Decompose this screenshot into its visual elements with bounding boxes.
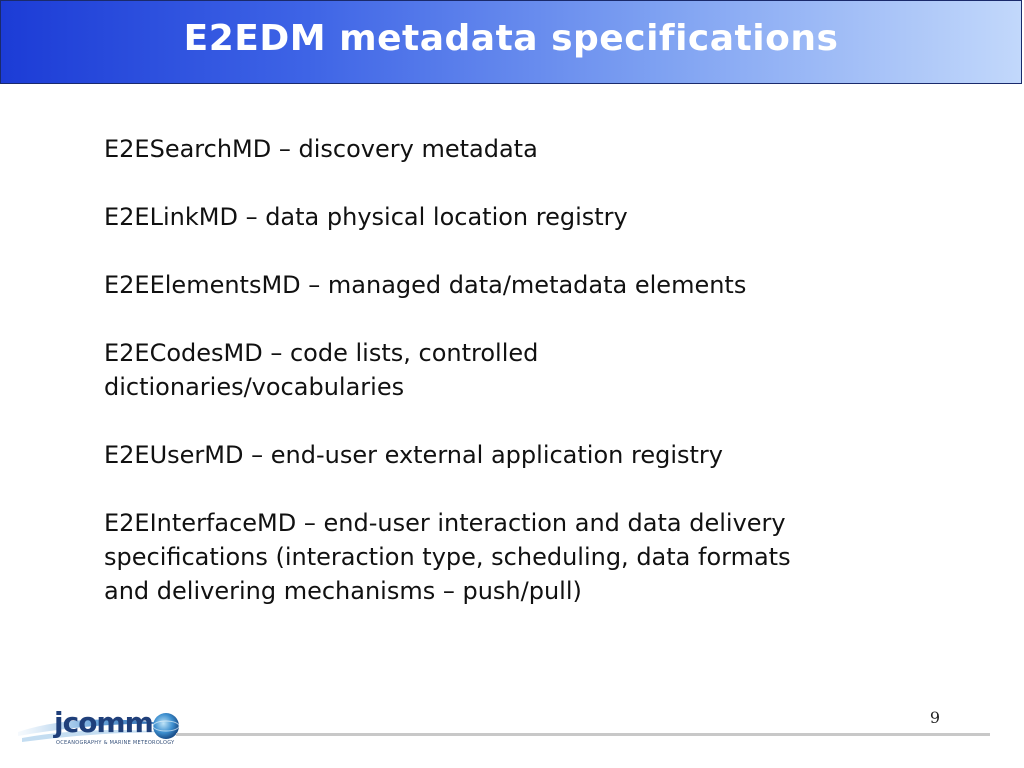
jcomm-logo: jcomm OCEANOGRAPHY & MARINE METEOROLOGY: [18, 702, 188, 752]
item-text-continued: and delivering mechanisms – push/pull): [104, 577, 582, 605]
list-item: E2ELinkMD – data physical location regis…: [104, 200, 954, 234]
logo-swoosh-icon: [18, 713, 180, 742]
footer-divider: [176, 733, 990, 736]
content-list: E2ESearchMD – discovery metadata E2ELink…: [104, 132, 954, 642]
item-text: E2ESearchMD – discovery metadata: [104, 135, 538, 163]
list-item: E2EUserMD – end-user external applicatio…: [104, 438, 954, 472]
item-text: E2EInterfaceMD – end-user interaction an…: [104, 509, 786, 537]
slide-title: E2EDM metadata specifications: [183, 18, 839, 59]
title-bar: E2EDM metadata specifications: [0, 0, 1022, 84]
logo-subtitle: OCEANOGRAPHY & MARINE METEOROLOGY: [56, 740, 175, 746]
item-text-continued: specifications (interaction type, schedu…: [104, 543, 791, 571]
item-text: E2EElementsMD – managed data/metadata el…: [104, 271, 747, 299]
page-number: 9: [929, 708, 941, 727]
item-text: E2ELinkMD – data physical location regis…: [104, 203, 628, 231]
list-item: E2ESearchMD – discovery metadata: [104, 132, 954, 166]
item-text: E2EUserMD – end-user external applicatio…: [104, 441, 723, 469]
logo-wordmark: jcomm: [54, 706, 154, 739]
list-item: E2EElementsMD – managed data/metadata el…: [104, 268, 954, 302]
item-text-continued: dictionaries/vocabularies: [104, 373, 405, 401]
list-item: E2EInterfaceMD – end-user interaction an…: [104, 506, 954, 608]
item-text: E2ECodesMD – code lists, controlled: [104, 339, 539, 367]
list-item: E2ECodesMD – code lists, controlled dict…: [104, 336, 954, 404]
